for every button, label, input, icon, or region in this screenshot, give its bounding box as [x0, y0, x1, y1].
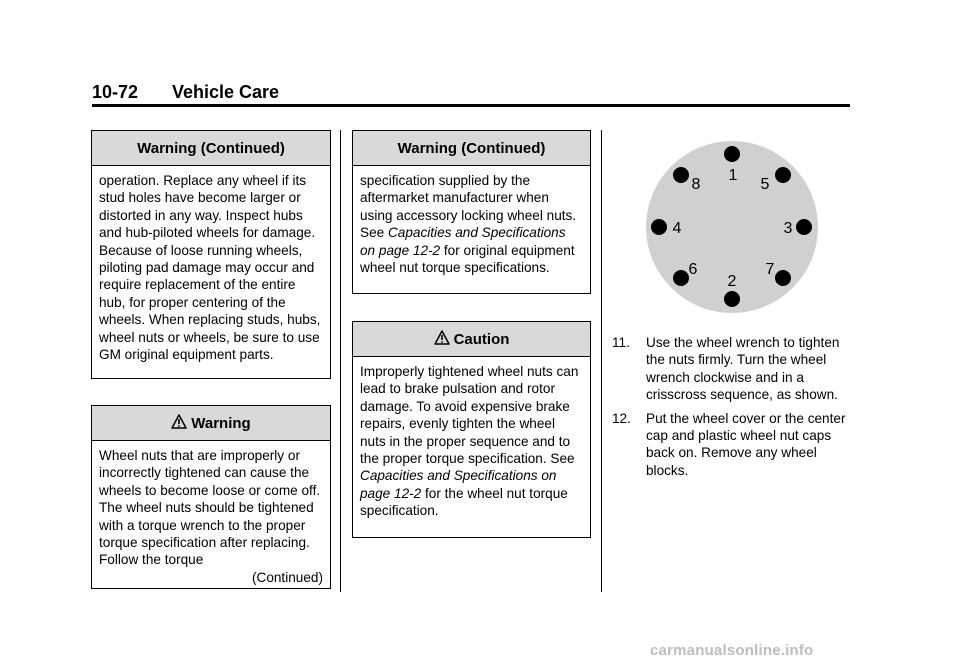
page-header: 10-72 Vehicle Care [92, 82, 850, 107]
lug-nuts [651, 146, 812, 307]
step-text: Use the wheel wrench to tighten the nuts… [646, 335, 840, 403]
warning-box: Warning Wheel nuts that are improperly o… [91, 405, 331, 589]
step-number: 11. [612, 335, 630, 350]
box-text: Wheel nuts that are improperly or incorr… [99, 448, 321, 568]
lug-nut [673, 270, 689, 286]
sequence-label: 6 [689, 261, 698, 278]
lug-nut [724, 146, 740, 162]
box-text: specification supplied by the aftermarke… [360, 173, 577, 276]
lug-nut [651, 219, 667, 235]
wheel-hub [646, 141, 818, 313]
box-text: Improperly tightened wheel nuts can lead… [360, 364, 579, 519]
lug-nut [673, 167, 689, 183]
lug-nut [724, 291, 740, 307]
warning-continued-box: Warning (Continued) operation. Replace a… [91, 130, 331, 379]
caution-box: Caution Improperly tightened wheel nuts … [352, 321, 591, 538]
lug-nut [775, 270, 791, 286]
section-title: Vehicle Care [172, 82, 280, 102]
column-divider-1 [340, 130, 341, 592]
continued-label: (Continued) [251, 569, 323, 585]
step-item: 12. Put the wheel cover or the center ca… [612, 410, 852, 480]
box-title: Warning [191, 414, 251, 432]
lug-nut [796, 219, 812, 235]
warning-continued-box: Warning (Continued) specification suppli… [352, 130, 591, 294]
box-header: Caution [353, 322, 590, 357]
column-divider-2 [601, 130, 602, 592]
warning-triangle-icon [433, 329, 450, 349]
step-number: 12. [612, 410, 631, 426]
watermark: carmanualsonline.info [650, 642, 814, 659]
box-text: operation. Replace any wheel if its stud… [99, 173, 321, 363]
lug-nut [775, 167, 791, 183]
procedure-steps: 11. Use the wheel wrench to tighten the … [612, 334, 852, 485]
cross-reference: Capacities and Specifications on page 12… [360, 225, 566, 258]
sequence-label: 5 [761, 176, 770, 193]
warning-triangle-icon [171, 413, 188, 433]
step-item: 11. Use the wheel wrench to tighten the … [612, 334, 852, 404]
sequence-label: 8 [692, 176, 701, 193]
sequence-label: 1 [729, 167, 738, 184]
cross-reference: Capacities and Specifications on page 12… [360, 468, 557, 501]
box-header: Warning [92, 406, 330, 441]
box-title: Warning (Continued) [353, 131, 590, 166]
sequence-label: 4 [673, 220, 682, 237]
step-text: Put the wheel cover or the center cap an… [646, 410, 846, 478]
box-title: Caution [453, 330, 510, 348]
box-title: Warning (Continued) [92, 131, 330, 166]
sequence-label: 7 [766, 261, 775, 278]
page-number: 10-72 [92, 82, 139, 102]
sequence-label: 3 [784, 220, 793, 237]
sequence-label: 2 [728, 273, 737, 290]
wheel-nut-sequence-diagram: 1 2 3 4 5 6 7 8 [646, 141, 818, 313]
